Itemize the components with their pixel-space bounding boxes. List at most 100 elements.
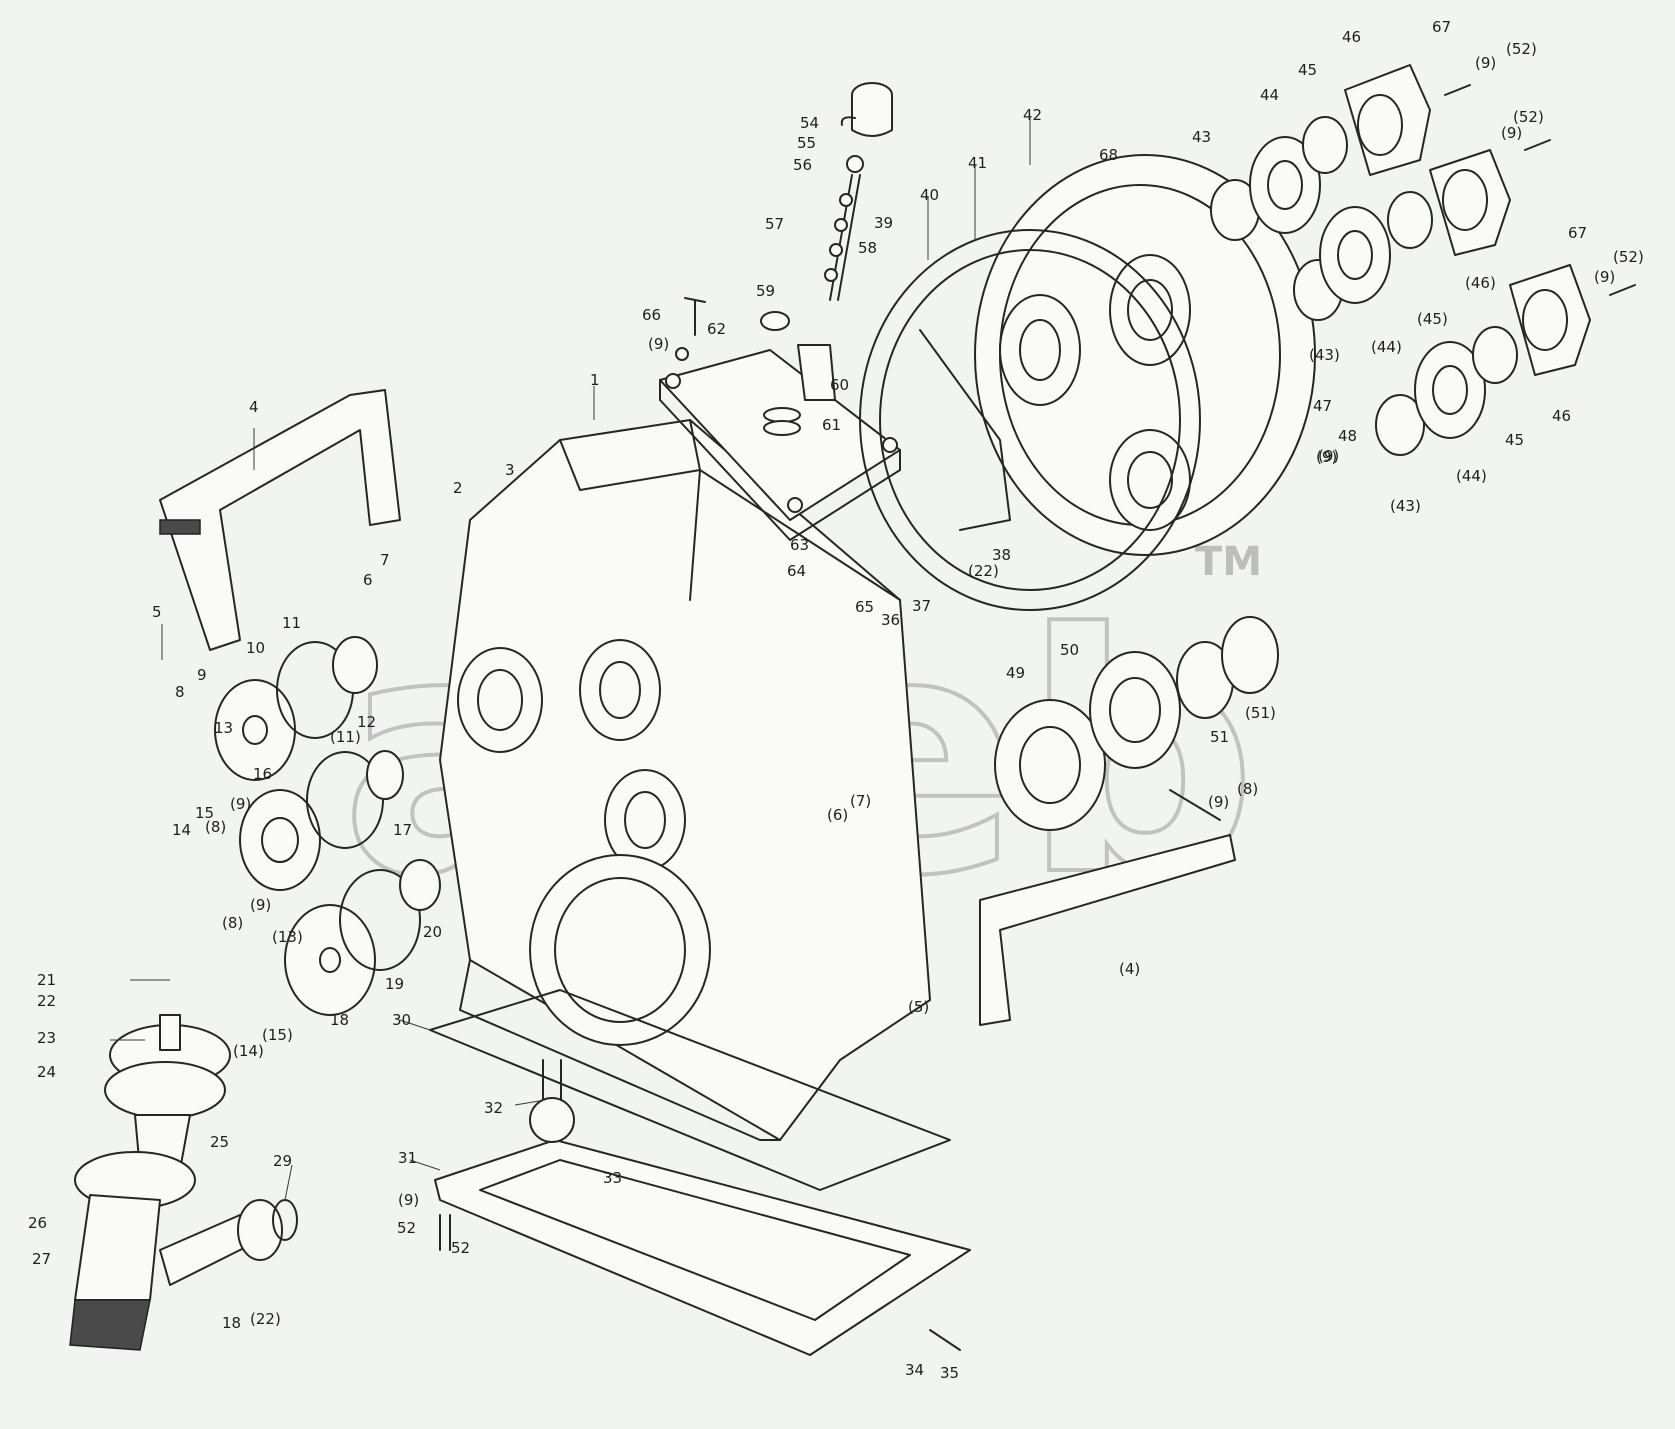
part-label: 11 bbox=[282, 614, 301, 632]
bearing-stack-upper bbox=[1210, 64, 1471, 241]
large-flange-cover bbox=[974, 154, 1316, 556]
part-label: (9) bbox=[648, 335, 669, 353]
part-label: 29 bbox=[273, 1152, 292, 1170]
part-label: 46 bbox=[1552, 407, 1571, 425]
part-label: 16 bbox=[253, 765, 272, 783]
part-label: 23 bbox=[37, 1029, 56, 1047]
part-label: (8) bbox=[222, 914, 243, 932]
part-label: (22) bbox=[968, 562, 999, 580]
part-label: (5) bbox=[908, 998, 929, 1016]
part-label: 27 bbox=[32, 1250, 51, 1268]
part-label: 25 bbox=[210, 1133, 229, 1151]
part-label: 1 bbox=[590, 371, 600, 389]
part-label: 21 bbox=[37, 971, 56, 989]
part-label: 48 bbox=[1338, 427, 1357, 445]
part-label: 35 bbox=[940, 1364, 959, 1382]
part-label: 18 bbox=[330, 1011, 349, 1029]
part-label: (9) bbox=[1316, 448, 1337, 466]
part-label: 68 bbox=[1099, 146, 1118, 164]
part-label: 43 bbox=[1192, 128, 1211, 146]
part-label: 22 bbox=[37, 992, 56, 1010]
bent-rod bbox=[919, 329, 1011, 531]
part-label: (43) bbox=[1309, 346, 1340, 364]
part-label: 41 bbox=[968, 154, 987, 172]
part-label: 7 bbox=[380, 551, 390, 569]
part-label: (9) bbox=[398, 1191, 419, 1209]
part-label: 34 bbox=[905, 1361, 924, 1379]
part-label: 42 bbox=[1023, 106, 1042, 124]
part-label: 31 bbox=[398, 1149, 417, 1167]
part-label: 63 bbox=[790, 536, 809, 554]
part-label: (9) bbox=[230, 795, 251, 813]
part-label: (6) bbox=[827, 806, 848, 824]
bearing-stack-lower bbox=[1375, 264, 1636, 456]
part-label: (9) bbox=[1475, 54, 1496, 72]
part-label: 6 bbox=[363, 571, 373, 589]
part-label: 46 bbox=[1342, 28, 1361, 46]
part-label: 18 bbox=[222, 1314, 241, 1332]
part-label: 12 bbox=[357, 713, 376, 731]
part-label: 47 bbox=[1313, 397, 1332, 415]
part-label: 33 bbox=[603, 1169, 622, 1187]
part-label: 9 bbox=[197, 666, 207, 684]
part-label: (9) bbox=[250, 896, 271, 914]
part-label: 44 bbox=[1260, 86, 1279, 104]
part-label: 15 bbox=[195, 804, 214, 822]
part-label: 56 bbox=[793, 156, 812, 174]
part-label: 52 bbox=[397, 1219, 416, 1237]
part-label: (7) bbox=[850, 792, 871, 810]
leader-lines bbox=[110, 118, 1031, 1201]
gasket-ring bbox=[859, 229, 1201, 611]
watermark-tm: TM bbox=[1195, 539, 1262, 585]
part-label: 14 bbox=[172, 821, 191, 839]
part-label: 62 bbox=[707, 320, 726, 338]
part-label: (9) bbox=[1501, 124, 1522, 142]
part-label: 24 bbox=[37, 1063, 56, 1081]
part-label: 67 bbox=[1432, 18, 1451, 36]
part-label: 19 bbox=[385, 975, 404, 993]
part-label: 52 bbox=[451, 1239, 470, 1257]
part-label: 59 bbox=[756, 282, 775, 300]
part-label: 2 bbox=[453, 479, 463, 497]
part-label: (52) bbox=[1613, 248, 1644, 266]
part-label: (51) bbox=[1245, 704, 1276, 722]
part-label: 57 bbox=[765, 215, 784, 233]
part-label: (15) bbox=[262, 1026, 293, 1044]
part-label: 50 bbox=[1060, 641, 1079, 659]
part-label: (13) bbox=[272, 928, 303, 946]
left-covers bbox=[214, 636, 441, 1016]
part-label: 65 bbox=[855, 598, 874, 616]
part-label: (4) bbox=[1119, 960, 1140, 978]
part-label: 32 bbox=[484, 1099, 503, 1117]
part-label: (52) bbox=[1513, 108, 1544, 126]
part-label: (14) bbox=[233, 1042, 264, 1060]
part-label: 66 bbox=[642, 306, 661, 324]
part-label: (9) bbox=[1318, 447, 1339, 465]
part-label: 4 bbox=[249, 398, 259, 416]
part-label: 61 bbox=[822, 416, 841, 434]
part-labels: 1 2 3 4 5 6 7 8 9 10 11 12 13 14 15 16 1… bbox=[28, 18, 1644, 1382]
part-label: (8) bbox=[1237, 780, 1258, 798]
part-label: 5 bbox=[152, 603, 162, 621]
part-label: (45) bbox=[1417, 310, 1448, 328]
part-label: 38 bbox=[992, 546, 1011, 564]
main-housing bbox=[439, 419, 931, 1141]
part-label: (43) bbox=[1390, 497, 1421, 515]
oil-pan bbox=[429, 989, 971, 1356]
part-label: 20 bbox=[423, 923, 442, 941]
bracket-right bbox=[979, 789, 1236, 1026]
part-label: 10 bbox=[246, 639, 265, 657]
part-label: 13 bbox=[214, 719, 233, 737]
bearing-stack-middle bbox=[1293, 139, 1551, 321]
part-label: (11) bbox=[330, 728, 361, 746]
part-label: 3 bbox=[505, 461, 515, 479]
part-label: 67 bbox=[1568, 224, 1587, 242]
part-label: (8) bbox=[205, 818, 226, 836]
part-label: (9) bbox=[1208, 793, 1229, 811]
part-label: 64 bbox=[787, 562, 806, 580]
part-label: 55 bbox=[797, 134, 816, 152]
part-label: 58 bbox=[858, 239, 877, 257]
drive-shaft-assembly bbox=[69, 1014, 298, 1351]
